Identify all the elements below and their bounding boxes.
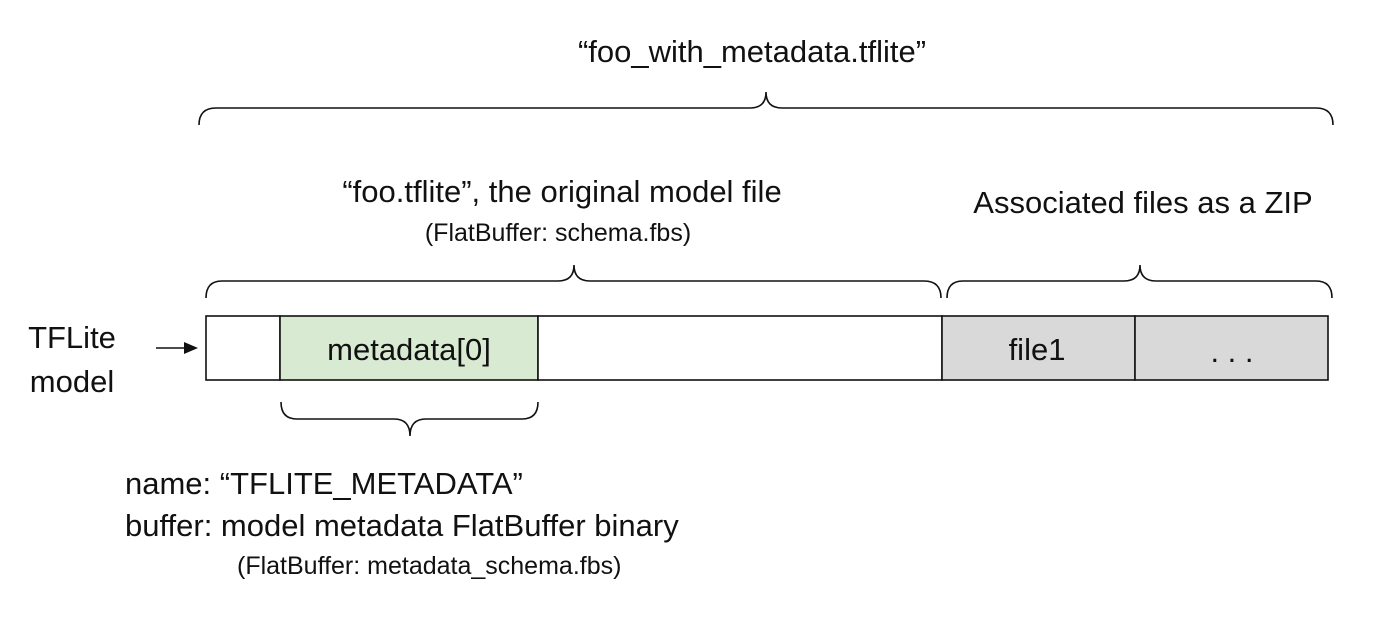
input-arrow-icon xyxy=(156,342,198,354)
file1-segment-label: file1 xyxy=(1009,332,1066,367)
zip-section-brace xyxy=(946,264,1333,299)
tflite-model-label-line2: model xyxy=(30,364,114,399)
tflite-model-label-line1: TFLite xyxy=(28,320,116,355)
whole-file-brace xyxy=(198,91,1334,126)
metadata-segment-label: metadata[0] xyxy=(327,332,491,367)
model-file-title: “foo.tflite”, the original model file xyxy=(342,174,781,209)
more-files-segment-label: . . . xyxy=(1210,334,1253,369)
model-file-brace xyxy=(205,264,942,299)
model-file-schema: (FlatBuffer: schema.fbs) xyxy=(425,219,691,247)
metadata-schema-line: (FlatBuffer: metadata_schema.fbs) xyxy=(237,552,621,580)
metadata-brace xyxy=(280,401,539,437)
metadata-name-line: name: “TFLITE_METADATA” xyxy=(125,466,523,501)
more-files-segment xyxy=(1134,315,1329,381)
file1-segment xyxy=(941,315,1136,381)
model-segment-header xyxy=(205,315,281,381)
model-segment-body xyxy=(537,315,943,381)
metadata-buffer-line: buffer: model metadata FlatBuffer binary xyxy=(125,508,679,543)
zip-section-title: Associated files as a ZIP xyxy=(973,185,1312,220)
file-name-label: “foo_with_metadata.tflite” xyxy=(578,34,926,69)
